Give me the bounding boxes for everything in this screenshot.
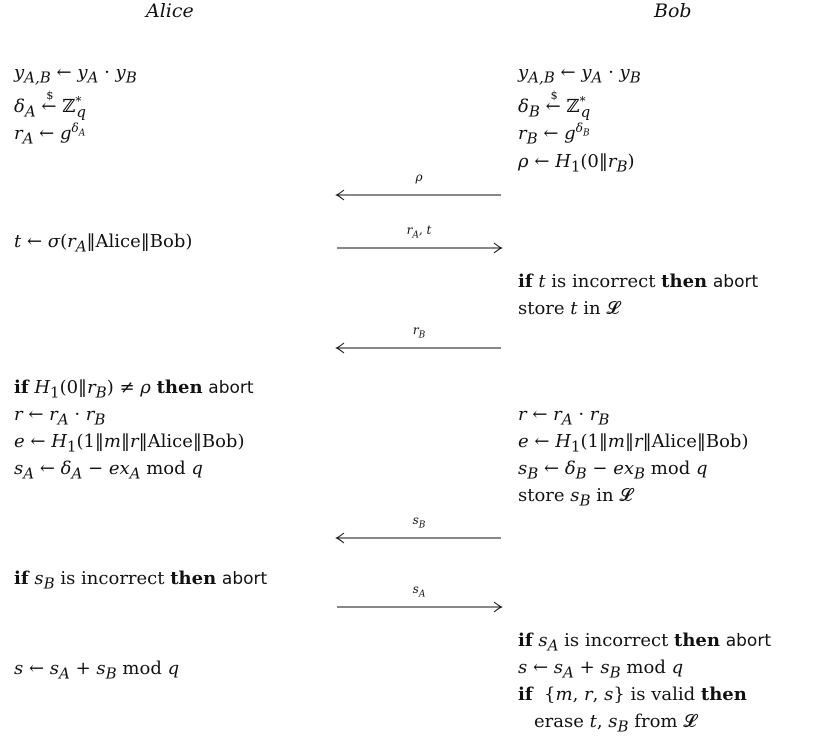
arrow-left-icon [335, 342, 501, 354]
bob-line-14: erase t, sB from 𝓛 [534, 711, 697, 736]
arrow-left-icon [335, 532, 501, 544]
alice-line-4: t ← σ(rA‖Alice‖Bob) [14, 231, 193, 256]
message-sb-label: sB [412, 513, 426, 531]
bob-line-11: if sA is incorrect then abort [518, 630, 771, 655]
message-sb-arrow: sB [335, 513, 503, 545]
bob-line-7: r ← rA · rB [518, 404, 610, 429]
message-rho-label: ρ [415, 170, 423, 184]
alice-line-10: s ← sA + sB mod q [14, 658, 180, 683]
message-rb-arrow: rB [335, 323, 503, 355]
bob-line-12: s ← sA + sB mod q [518, 657, 684, 682]
bob-header: Bob [654, 0, 692, 22]
arrow-right-icon [337, 242, 503, 254]
alice-line-7: e ← H1(1‖m‖r‖Alice‖Bob) [14, 431, 245, 456]
alice-line-5: if H1(0‖rB) ≠ ρ then abort [14, 377, 254, 402]
alice-line-1: yA,B ← yA · yB [14, 62, 137, 87]
bob-line-4: ρ ← H1(0‖rB) [518, 151, 635, 176]
bob-line-8: e ← H1(1‖m‖r‖Alice‖Bob) [518, 431, 749, 456]
bob-line-5: if t is incorrect then abort [518, 271, 759, 292]
message-sa-label: sA [412, 582, 426, 600]
bob-line-3: rB ← gδB [518, 121, 590, 148]
bob-line-6: store t in 𝓛 [518, 298, 620, 319]
message-rb-label: rB [412, 323, 426, 341]
message-ra-t-arrow: rA, t [335, 223, 503, 255]
alice-line-2: δA ←$ ℤ*q [14, 89, 86, 121]
bob-line-13: if {m, r, s} is valid then [518, 684, 747, 705]
bob-line-2: δB ←$ ℤ*q [518, 89, 591, 121]
bob-line-10: store sB in 𝓛 [518, 485, 633, 510]
alice-line-6: r ← rA · rB [14, 404, 106, 429]
arrow-left-icon [335, 189, 501, 201]
arrow-right-icon [337, 601, 503, 613]
alice-header: Alice [146, 0, 194, 22]
bob-line-9: sB ← δB − exB mod q [518, 458, 708, 483]
message-sa-arrow: sA [335, 582, 503, 614]
bob-line-1: yA,B ← yA · yB [518, 62, 641, 87]
alice-line-3: rA ← gδA [14, 121, 86, 148]
alice-line-9: if sB is incorrect then abort [14, 568, 268, 593]
alice-line-8: sA ← δA − exA mod q [14, 458, 203, 483]
message-ra-t-label: rA, t [406, 223, 432, 241]
message-rho-arrow: ρ [335, 170, 503, 202]
